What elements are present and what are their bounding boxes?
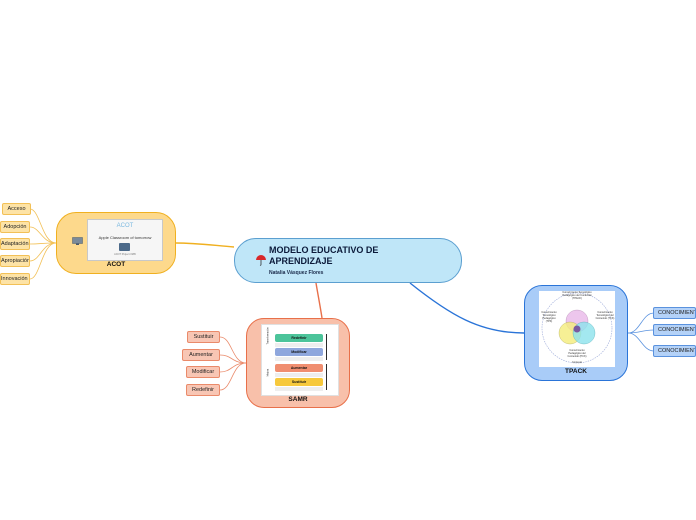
acot-leaf-adopcion[interactable]: Adopción [0, 221, 30, 233]
samr-desc [275, 343, 323, 347]
samr-leaf-sustituir[interactable]: Sustituir [187, 331, 220, 343]
tpack-text-top: Conocimiento Tecnológico Pedagógico del … [562, 291, 592, 300]
transformation-arrow [326, 334, 327, 360]
device-icon [119, 243, 130, 251]
enhancement-arrow [326, 364, 327, 390]
acot-logo: ACOT [116, 223, 134, 229]
acot-subtitle: Apple Classroom of tomorrow [98, 235, 152, 240]
samr-leaf-modificar[interactable]: Modificar [186, 366, 220, 378]
samr-level-modificar: Modificar [275, 348, 323, 356]
tpack-venn-diagram [541, 292, 613, 364]
tpack-topic[interactable]: Conocimiento Tecnológico Pedagógico del … [524, 285, 628, 381]
tpack-leaf-conocimiento-2[interactable]: CONOCIMIENTO [653, 324, 696, 336]
tpack-text-bottom: Conocimiento Pedagógico del Contenido (P… [567, 349, 587, 358]
samr-side-bottom: Mejora [266, 368, 270, 377]
samr-desc [275, 357, 323, 361]
tpack-image: Conocimiento Tecnológico Pedagógico del … [539, 291, 615, 367]
acot-leaf-acceso[interactable]: Acceso [2, 203, 31, 215]
tpack-label: TPACK [565, 368, 587, 375]
acot-leaf-innovacion[interactable]: Innovación [0, 273, 30, 285]
tpack-text-left: Conocimiento Tecnológico Pedagógico (TPK… [541, 311, 557, 323]
monitor-icon [72, 237, 83, 245]
samr-level-aumentar: Aumentar [275, 364, 323, 372]
samr-level-redefinir: Redefinir [275, 334, 323, 342]
samr-label: SAMR [288, 396, 308, 403]
acot-topic[interactable]: ACOT Apple Classroom of tomorrow ACOT Pr… [56, 212, 176, 274]
samr-leaf-redefinir[interactable]: Redefinir [186, 384, 220, 396]
samr-image: Redefinir Modificar Aumentar Sustituir T… [261, 324, 339, 396]
samr-topic[interactable]: Redefinir Modificar Aumentar Sustituir T… [246, 318, 350, 408]
samr-leaf-aumentar[interactable]: Aumentar [182, 349, 220, 361]
samr-side-top: Transformación [266, 327, 270, 345]
samr-desc [275, 373, 323, 377]
umbrella-icon [256, 255, 266, 266]
central-topic[interactable]: MODELO EDUCATIVO DE APRENDIZAJE Natalia … [234, 238, 462, 283]
tpack-leaf-conocimiento-3[interactable]: CONOCIMIENTO [653, 345, 696, 357]
central-author: Natalia Vásquez Flores [269, 270, 324, 276]
central-title: MODELO EDUCATIVO DE APRENDIZAJE [269, 245, 379, 266]
acot-leaf-adaptacion[interactable]: Adaptación [0, 238, 30, 250]
samr-level-sustituir: Sustituir [275, 378, 323, 386]
tpack-leaf-conocimiento-1[interactable]: CONOCIMIENTO [653, 307, 696, 319]
acot-leaf-apropiacion[interactable]: Apropiación [0, 255, 30, 267]
acot-image: ACOT Apple Classroom of tomorrow ACOT Pr… [87, 219, 163, 261]
acot-caption: ACOT Project 1985 [114, 253, 136, 256]
samr-desc [275, 387, 323, 391]
tpack-text-footer: Contexto [571, 361, 582, 364]
tpack-text-right: Conocimiento Tecnológico del Contenido (… [595, 311, 615, 320]
acot-label: ACOT [106, 261, 126, 268]
